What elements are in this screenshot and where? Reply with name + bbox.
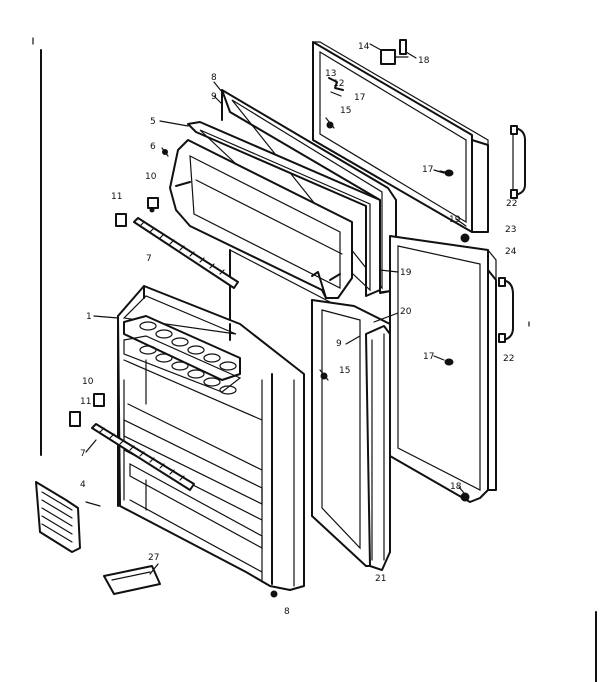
callout-18b: 18 — [450, 482, 462, 492]
callout-17: 17 — [354, 93, 365, 103]
callout-12: 12 — [333, 79, 344, 89]
callout-13: 13 — [325, 69, 336, 79]
callout-18: 18 — [418, 56, 430, 66]
freezer-door-outer-panel — [312, 41, 489, 233]
liner-screw — [161, 147, 169, 157]
shelf-end-cap-lower — [69, 393, 105, 427]
callout-19b: 19 — [400, 268, 412, 278]
shelf-retainer-bar-upper — [133, 217, 239, 289]
egg-cups-lower — [139, 345, 237, 395]
leader-lines — [85, 43, 467, 575]
callout-20: 20 — [400, 307, 412, 317]
callout-14: 14 — [358, 42, 370, 52]
freezer-hinge-pin — [460, 233, 470, 243]
callout-15: 15 — [340, 106, 351, 116]
top-hinge — [380, 39, 409, 65]
callout-11b: 11 — [80, 397, 91, 407]
bottom-hinge-pin — [460, 492, 470, 502]
callout-4: 4 — [80, 480, 86, 490]
fresh-food-door-liner — [117, 285, 305, 591]
shelf-end-cap-upper — [115, 197, 159, 227]
fresh-food-door-screw — [444, 358, 454, 366]
callout-10: 10 — [145, 172, 157, 182]
callout-9b: 9 — [336, 339, 342, 349]
callout-1: 1 — [86, 312, 92, 322]
callout-19: 19 — [449, 215, 461, 225]
callout-17c: 17 — [423, 352, 434, 362]
callout-9: 9 — [211, 92, 217, 102]
egg-cups-upper — [139, 321, 237, 371]
callout-6: 6 — [150, 142, 156, 152]
callout-8: 8 — [211, 73, 217, 83]
callout-labels: 14 18 13 12 17 15 8 9 5 6 10 11 7 17 22 … — [80, 42, 517, 617]
door-stop-lower — [319, 369, 329, 381]
callout-7b: 7 — [80, 449, 86, 459]
callout-27: 27 — [148, 553, 159, 563]
scan-edge-marks — [32, 37, 597, 682]
callout-22b: 22 — [503, 354, 514, 364]
shelf-retainer-bar-lower — [91, 423, 195, 491]
callout-10b: 10 — [82, 377, 94, 387]
callout-22: 22 — [506, 199, 517, 209]
grille-panel — [35, 481, 81, 553]
freezer-door-shelf — [169, 139, 353, 299]
freezer-door-handle — [510, 125, 526, 199]
fresh-food-door-liner-strip — [365, 325, 391, 571]
callout-17b: 17 — [422, 165, 433, 175]
freezer-door-gasket — [221, 89, 397, 294]
freezer-door-screw — [439, 169, 454, 177]
door-stop-hardware — [325, 77, 344, 129]
fresh-food-door-outer-panel — [389, 235, 497, 503]
callout-24: 24 — [505, 247, 517, 257]
callout-15b: 15 — [339, 366, 350, 376]
callout-23: 23 — [505, 225, 516, 235]
fresh-food-door-handle — [498, 277, 514, 343]
callout-8b: 8 — [284, 607, 290, 617]
callout-7: 7 — [146, 254, 152, 264]
callout-11: 11 — [111, 192, 122, 202]
butter-tray — [103, 565, 161, 595]
callout-5: 5 — [150, 117, 156, 127]
bottom-screw — [270, 590, 278, 598]
callout-21: 21 — [375, 574, 386, 584]
